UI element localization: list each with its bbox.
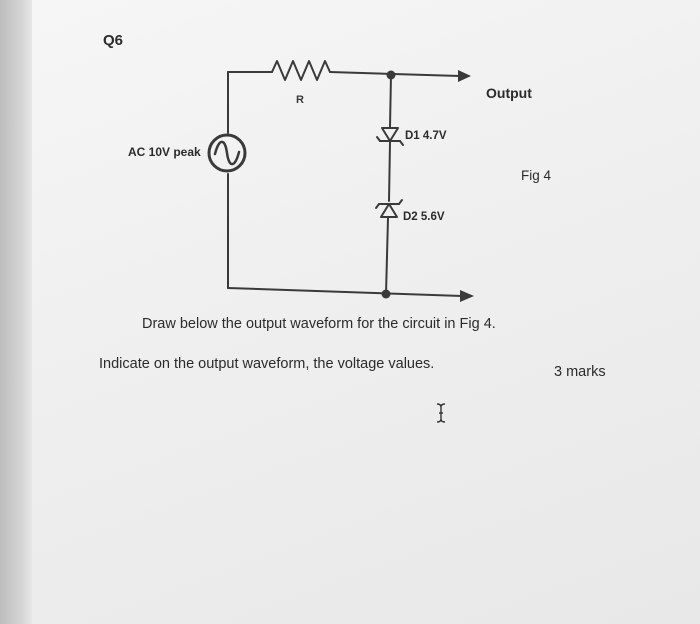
diode1-label: D1 4.7V (405, 130, 447, 142)
output-arrow-bottom (460, 290, 474, 302)
zener-diode-icon (375, 199, 403, 218)
sine-wave (213, 140, 241, 166)
instruction-indicate: Indicate on the output waveform, the vol… (99, 356, 435, 372)
junction-dot (386, 70, 396, 80)
text-cursor-icon (436, 403, 446, 423)
figure-label: Fig 4 (521, 168, 552, 183)
wire-branch-middle (388, 141, 391, 202)
output-arrow-top (458, 70, 471, 82)
marks-label: 3 marks (554, 364, 606, 380)
wire-branch-bottom (385, 217, 389, 295)
resistor-icon (271, 60, 331, 81)
question-number: Q6 (103, 32, 124, 49)
ac-source-icon (207, 133, 247, 173)
zener-diode-icon (376, 127, 404, 146)
source-label: AC 10V peak (128, 145, 201, 159)
junction-dot (381, 289, 391, 299)
page-margin (0, 0, 32, 624)
resistor-label: R (296, 94, 304, 106)
output-label: Output (486, 85, 532, 101)
wire-branch-top (389, 74, 392, 128)
wire-bottom (227, 287, 463, 297)
instruction-draw: Draw below the output waveform for the c… (142, 316, 496, 332)
worksheet (32, 0, 700, 624)
diode2-label: D2 5.6V (403, 211, 445, 223)
